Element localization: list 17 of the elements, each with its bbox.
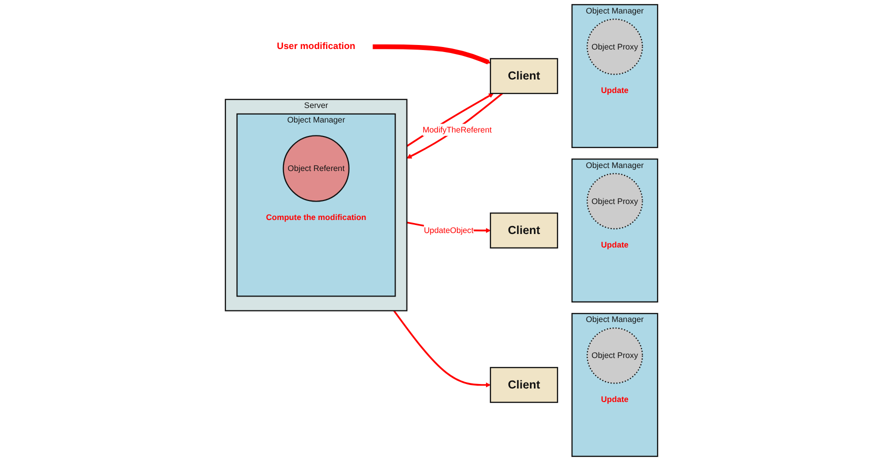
node-box: Client <box>490 212 558 248</box>
arrow <box>372 44 491 64</box>
node-label: Update <box>601 394 629 404</box>
node-label: Compute the modification <box>266 212 366 222</box>
arrow <box>393 310 491 388</box>
node-box: Client <box>490 366 558 403</box>
node-circle: Object Proxy <box>586 18 643 75</box>
edge-label: ModifyTheReferent <box>422 124 492 134</box>
node-label: Update <box>601 85 629 95</box>
node-text: User modification <box>276 42 356 52</box>
node-label: Update <box>601 240 629 250</box>
node-box: Client <box>490 58 558 94</box>
node-circle: Object Referent <box>282 135 350 202</box>
edge-label: UpdateObject <box>424 226 474 235</box>
arrow <box>406 92 503 158</box>
node-circle: Object Proxy <box>586 173 643 230</box>
node-circle: Object Proxy <box>586 327 643 384</box>
